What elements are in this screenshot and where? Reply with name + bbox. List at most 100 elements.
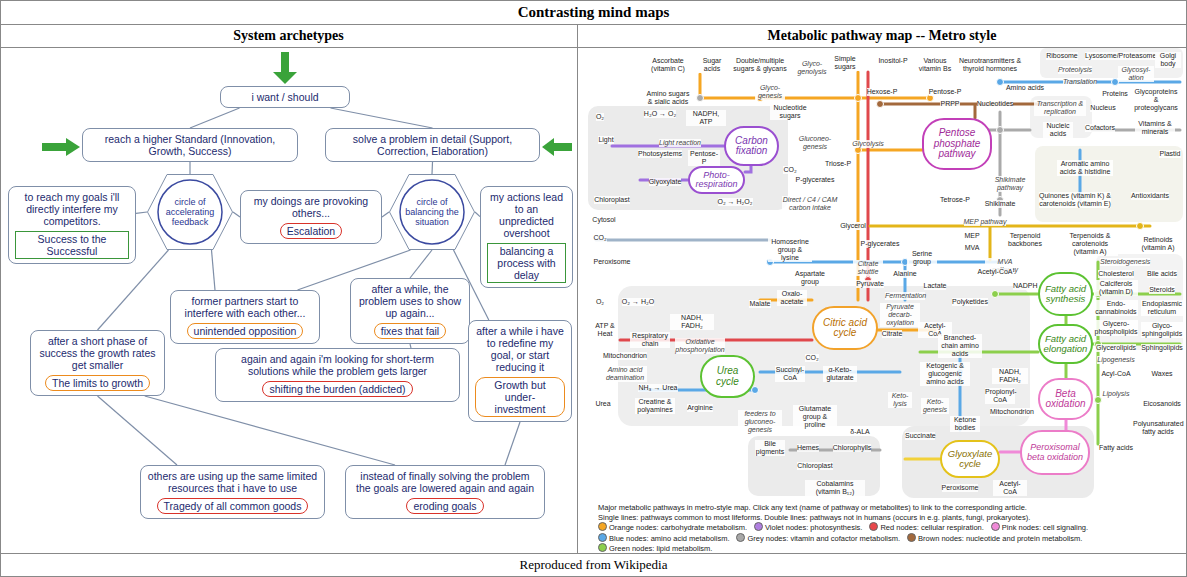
metabolite-label: Bile pigments <box>755 440 785 456</box>
pathway-node: Urea cycle <box>700 355 755 398</box>
node-text: after a while i have to redefine my goal… <box>475 325 565 373</box>
metabolite-label: Glyco-sphingolipids <box>1141 322 1183 338</box>
metabolite-label: NADPH <box>1013 282 1035 290</box>
metabolite-label: Chloroplast <box>594 196 629 204</box>
node-text: Success to the Successful <box>22 233 122 257</box>
node-text: after a while, the problem uses to show … <box>357 283 463 319</box>
legend-text: Red nodes: cellular respiration. <box>880 523 983 532</box>
metabolite-label: Acyl-CoA <box>1101 370 1130 378</box>
metabolite-label: Vitamins & minerals <box>1135 120 1175 136</box>
legend-swatch <box>907 533 916 542</box>
process-box: my actions lead to an unpredicted oversh… <box>480 186 573 288</box>
metabolite-label: Glyoxylate <box>649 178 682 186</box>
legend-item: Green nodes: lipid metabolism. <box>598 543 712 554</box>
metabolite-label: Ribosome <box>1046 52 1078 60</box>
pathway-label: Lipogenesis <box>1097 356 1134 364</box>
metabolite-label: NADH, FADH₂ <box>992 368 1028 384</box>
metabolite-label: Urea <box>595 400 610 408</box>
feedback-hexagon: circle of balancing the situation <box>389 174 475 250</box>
compartment <box>588 106 788 210</box>
connector <box>431 162 433 174</box>
metabolite-label: Chlorophylls <box>833 444 872 452</box>
node-text: Urea cycle <box>704 366 751 387</box>
table-title: Contrasting mind maps <box>0 4 1187 21</box>
archetype-tag: Tragedy of all common goods <box>157 498 309 514</box>
metabolite-label: Cobalamins (vitamin B₁₂) <box>805 480 865 496</box>
archetype-tag: The limits to growth <box>45 375 150 391</box>
metabolite-label: Tetrose-P <box>940 196 970 204</box>
metabolite-label: Plastid <box>1159 150 1180 158</box>
node-text: Growth but under-investment <box>482 379 558 415</box>
process-box: reach a higher Standard (Innovation, Gro… <box>82 128 298 162</box>
legend-item: Brown nodes: nucleotide and protein meta… <box>907 533 1082 544</box>
metabolite-label: Glycoproteins & proteoglycans <box>1133 88 1179 112</box>
metabolite-label: Glutamate group & proline <box>793 405 837 429</box>
process-box: to reach my goals i'll directly interfer… <box>8 186 136 264</box>
metabolite-label: Ascorbate (vitamin C) <box>648 57 688 73</box>
pathway-label: Shikimate pathway <box>990 176 1030 192</box>
metabolite-label: Double/multiple sugars & glycans <box>732 57 788 73</box>
metabolite-label: Ketone bodies <box>950 416 980 432</box>
pathway-label: Amino acid deamination <box>603 366 647 382</box>
metro-line <box>790 112 1180 450</box>
pathway-label: Steroidogenesis <box>1100 258 1150 266</box>
legend-swatch <box>991 522 1000 531</box>
compartment <box>902 426 1094 498</box>
metabolite-label: Lysosome/Proteasome <box>1085 52 1155 60</box>
node-text: after a short phase of success the growt… <box>37 335 158 371</box>
compartment <box>1035 146 1183 222</box>
metabolite-label: Glycerolipids <box>1096 344 1136 352</box>
legend-item: Violet nodes: photosynthesis. <box>754 522 862 533</box>
process-box: after a while, the problem uses to show … <box>350 278 470 344</box>
node-text: Fatty acid elongation <box>1042 334 1089 354</box>
pathway-label: Glyco-genesis <box>755 84 785 100</box>
process-box: i want / should <box>220 86 350 108</box>
pathway-label: Glycosyl-ation <box>1118 66 1154 82</box>
connector <box>145 396 395 465</box>
node-text: Escalation <box>287 225 335 237</box>
node-text: eroding goals <box>413 500 476 512</box>
pathway-label: Glycolysis <box>852 140 884 148</box>
node-text: unintended opposition <box>194 325 297 337</box>
column-header: System archetypes <box>0 28 577 44</box>
node-text: to reach my goals i'll directly interfer… <box>15 191 129 227</box>
metabolite-label: NH₃ → Urea <box>638 384 677 392</box>
metabolite-label: Alanine <box>893 270 916 278</box>
metro-line <box>920 262 1180 444</box>
metabolite-label: Pentose-P <box>688 150 720 166</box>
metabolite-label: Hemes <box>797 444 819 452</box>
archetype-tag: shifting the burden (addicted) <box>262 381 412 397</box>
map-legend: Major metabolic pathways in metro-style … <box>598 503 1180 554</box>
metabolite-label: Oxalo-acetate <box>777 290 807 306</box>
metabolite-label: Sugar acids <box>698 57 726 73</box>
metabolite-label: O₂ → H₂O₂ <box>718 198 753 206</box>
metabolite-label: Amino acids <box>1006 84 1044 92</box>
pathway-label: feeders to gluconeo-genesis <box>738 410 782 434</box>
table-rule <box>0 553 1187 554</box>
caption: Reproduced from Wikipedia <box>0 557 1187 573</box>
archetype-tag: Success to the Successful <box>15 231 129 259</box>
metabolite-label: Malate <box>749 300 770 308</box>
pathway-label: Glyco-genolysis <box>794 60 830 76</box>
pathway-label: Keto-lysis <box>888 392 912 408</box>
metabolite-label: Mitochondrion <box>603 352 647 360</box>
pathway-node: Pentose phosphate pathway <box>922 118 992 170</box>
station <box>697 79 1164 404</box>
metro-line <box>620 72 868 340</box>
metabolite-label: Endoplasmic reticulum <box>1141 300 1183 316</box>
pathway-label: Keto-genesis <box>921 398 949 414</box>
metabolite-label: Shikimate <box>985 200 1016 208</box>
green-arrow <box>42 52 572 156</box>
connector <box>410 250 432 278</box>
feedback-hexagon: circle of accelerating feedback <box>147 174 233 250</box>
station <box>855 95 862 102</box>
connector <box>212 250 216 290</box>
metabolite-label: CO₂ <box>805 354 818 362</box>
metabolite-label: CO₂ <box>593 234 606 242</box>
green-arrow <box>273 72 297 84</box>
metabolite-label: Ketogenic & glucogenic amino acids <box>920 362 970 386</box>
process-box: my doings are provoking others...Escalat… <box>240 190 382 244</box>
node-text: Peroxisomal beta oxidation <box>1024 443 1086 462</box>
